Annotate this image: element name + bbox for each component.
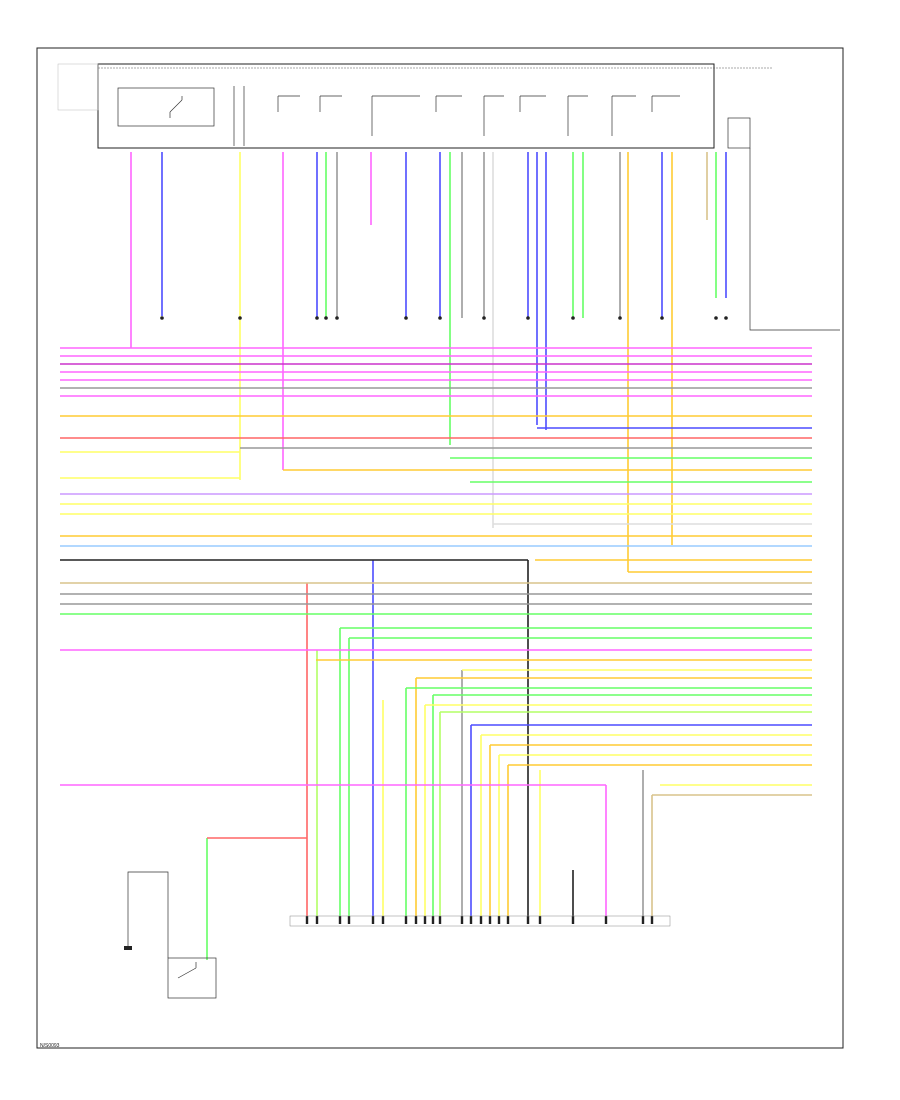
connector-pin-11 [460, 916, 464, 924]
splice-dot-top-5 [404, 316, 408, 320]
connector-pin-4 [371, 916, 375, 924]
splice-dot-top-1 [238, 316, 242, 320]
horizontal-wires [60, 347, 812, 839]
sensor-switch-box [167, 957, 217, 999]
connector-pin-22 [650, 916, 654, 924]
connector-pin-12 [469, 916, 473, 924]
connector-pin-10 [438, 916, 442, 924]
relay-switch-glyph [169, 96, 183, 118]
splice-dot-top-4 [335, 316, 339, 320]
connector-pin-13 [479, 916, 483, 924]
splice-dot-top-9 [571, 316, 575, 320]
connector-pin-2 [338, 916, 342, 924]
control-module [97, 63, 715, 149]
connector-pin-20 [604, 916, 608, 924]
splice-dot-top-7 [482, 316, 486, 320]
connector-pin-1 [315, 916, 319, 924]
ground-symbol [124, 946, 132, 950]
connector-pin-19 [571, 916, 575, 924]
bottom-connector [289, 915, 671, 927]
module-contact-glyphs [233, 86, 680, 146]
splice-dot-top-2 [315, 316, 319, 320]
splice-dot-top-6 [438, 316, 442, 320]
connector-pin-0 [305, 916, 309, 924]
connector-pin-5 [381, 916, 385, 924]
connector-pin-18 [538, 916, 542, 924]
diagram-frame [36, 47, 844, 1049]
relay-switch-box [117, 87, 215, 127]
connector-pin-3 [347, 916, 351, 924]
connector-pin-17 [526, 916, 530, 924]
splice-dot-top-0 [160, 316, 164, 320]
module-header-block [57, 63, 99, 111]
diagram-code: N/S0093 [40, 1043, 60, 1049]
vertical-wires [130, 152, 727, 960]
connector-pin-7 [414, 916, 418, 924]
splice-dot-top-12 [714, 316, 718, 320]
connector-pin-14 [488, 916, 492, 924]
splice-dot-top-10 [618, 316, 622, 320]
sensor-switch-glyph [177, 962, 197, 979]
connector-pin-8 [423, 916, 427, 924]
splice-dot-top-13 [724, 316, 728, 320]
module-ground-bracket [749, 148, 840, 331]
splice-dot-top-8 [526, 316, 530, 320]
connector-pin-16 [506, 916, 510, 924]
module-bracket-right [727, 117, 751, 149]
connector-pin-9 [431, 916, 435, 924]
connector-pin-21 [641, 916, 645, 924]
ground-dots [160, 316, 728, 924]
connector-pin-6 [404, 916, 408, 924]
splice-dot-top-11 [660, 316, 664, 320]
splice-dot-top-3 [324, 316, 328, 320]
connector-pin-15 [497, 916, 501, 924]
switch-ground-wire [127, 871, 169, 958]
